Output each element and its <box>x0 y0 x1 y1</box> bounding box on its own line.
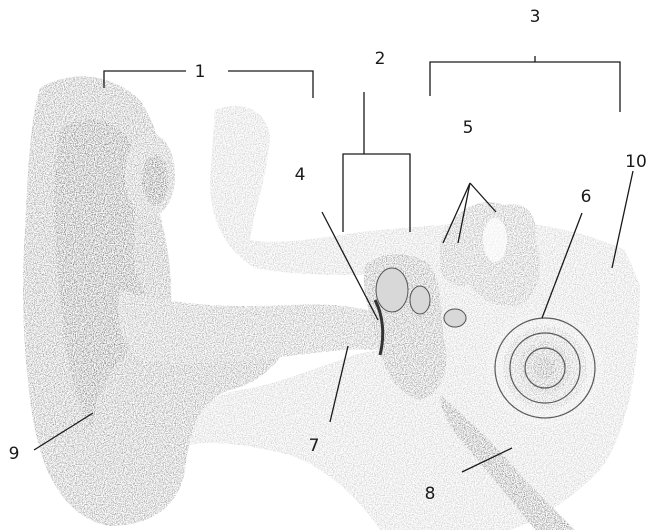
bracket-3 <box>430 56 620 112</box>
bracket-2 <box>343 92 410 232</box>
bracket-1 <box>104 71 313 98</box>
semicircular-canal-hole <box>483 218 507 262</box>
label-4: 4 <box>295 165 306 185</box>
label-10: 10 <box>625 152 647 172</box>
label-1: 1 <box>195 62 206 82</box>
label-3: 3 <box>530 7 541 27</box>
mastoid-cell-inner <box>142 155 168 205</box>
label-7: 7 <box>309 436 320 456</box>
label-6: 6 <box>581 187 592 207</box>
cochlea-apex <box>534 357 556 379</box>
label-2: 2 <box>375 49 386 69</box>
label-5: 5 <box>463 118 474 138</box>
ear-canal <box>118 290 380 363</box>
label-9: 9 <box>9 444 20 464</box>
label-8: 8 <box>425 484 436 504</box>
